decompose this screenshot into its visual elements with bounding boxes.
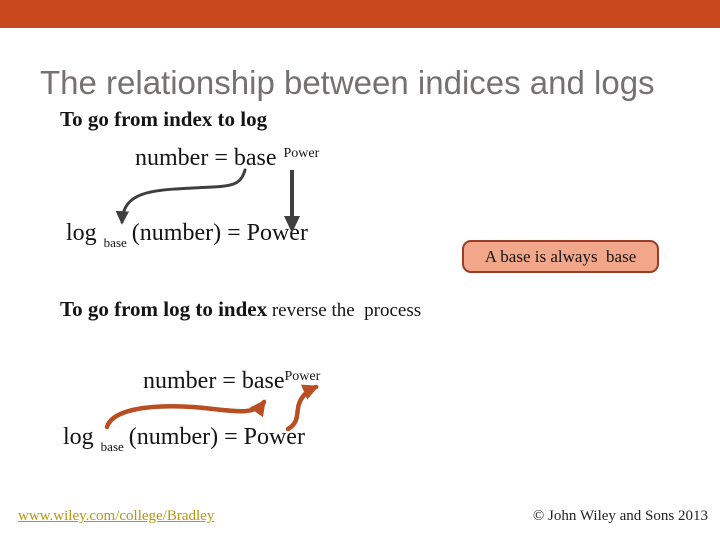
note-box: A base is always base	[462, 240, 659, 273]
equation-text: (number) = Power	[128, 424, 305, 450]
equation-text: log	[66, 220, 97, 246]
equation-superscript: Power	[283, 146, 320, 161]
footer-copyright: © John Wiley and Sons 2013	[532, 508, 708, 524]
footer-link[interactable]: www.wiley.com/college/Bradley	[18, 508, 215, 524]
section2-index-equation: number = basePower	[143, 368, 320, 394]
section2-heading-rest: reverse the process	[267, 300, 422, 321]
section1-index-equation: number = base Power	[135, 145, 319, 171]
section1-heading: To go from index to log	[60, 107, 268, 131]
curved-down-arrow-icon	[115, 168, 247, 225]
equation-text: log	[63, 424, 94, 450]
section2-heading: To go from log to index reverse the proc…	[60, 297, 422, 322]
equation-superscript: Power	[284, 369, 321, 384]
section2-heading-bold: To go from log to index	[60, 297, 268, 321]
equation-text: number = base	[135, 145, 277, 171]
top-accent-bar	[0, 0, 720, 28]
note-box-text: A base is always base	[484, 246, 637, 266]
slide-title: The relationship between indices and log…	[40, 64, 655, 101]
equation-text: (number) = Power	[131, 220, 308, 246]
equation-subscript: base	[103, 235, 127, 250]
equation-text: number = base	[143, 368, 285, 394]
equation-subscript: base	[100, 439, 124, 454]
